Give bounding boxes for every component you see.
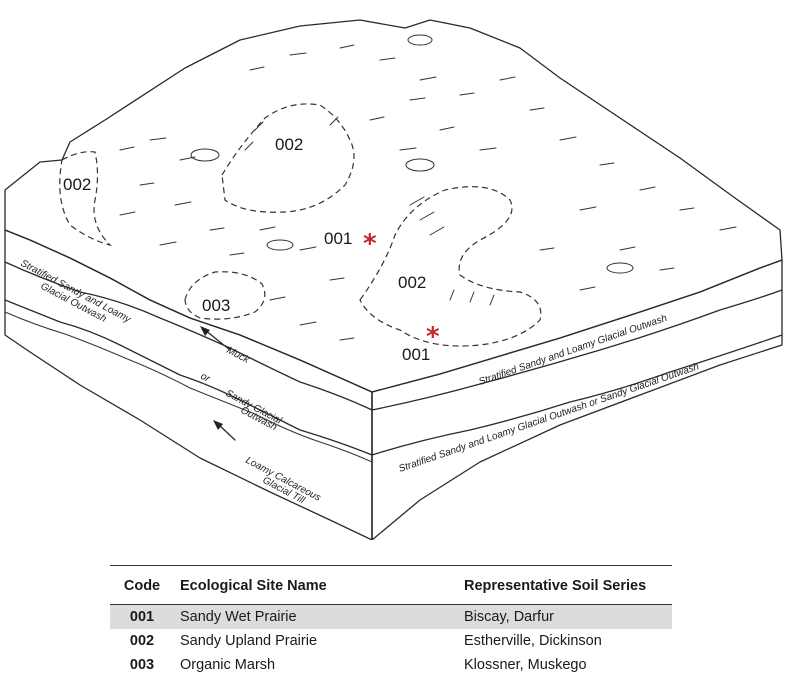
layer-label-right-bottom: Stratified Sandy and Loamy Glacial Outwa…: [397, 361, 701, 475]
wet-prairie-marker-center: *: [363, 229, 377, 259]
layer-label-left-1: Stratified Sandy and Loamy: [19, 258, 134, 326]
row-site-name: Sandy Upland Prairie: [180, 633, 318, 649]
table-row: 001 Sandy Wet Prairie Biscay, Darfur: [110, 604, 672, 629]
column-header-site-name: Ecological Site Name: [174, 565, 458, 605]
site-002-center-boundary: [359, 186, 542, 347]
callout-arrows: [200, 326, 236, 441]
row-soil-series: Estherville, Dickinson: [464, 633, 602, 649]
right-soil-face: [371, 259, 783, 540]
row-code: 002: [129, 633, 155, 649]
row-site-name: Sandy Wet Prairie: [174, 604, 458, 629]
layer-label-muck: Muck: [225, 345, 252, 366]
site-label-002-center: 002: [398, 273, 426, 292]
site-002-upper-boundary: [221, 103, 355, 213]
row-code: 003: [129, 657, 155, 673]
row-code: 001: [110, 604, 174, 629]
row-site-name: Organic Marsh: [180, 657, 276, 673]
row-soil-series: Klossner, Muskego: [464, 657, 587, 673]
site-label-002-top: 002: [275, 135, 303, 154]
table-header-row: Code Ecological Site Name Representative…: [110, 565, 672, 605]
ecological-site-table: Code Ecological Site Name Representative…: [110, 565, 672, 677]
terrain-hatching: [119, 44, 737, 341]
site-label-002-left: 002: [63, 175, 91, 194]
site-label-003: 003: [202, 296, 230, 315]
layer-label-right-top: Stratified Sandy and Loamy Glacial Outwa…: [477, 313, 669, 388]
row-soil-series: Biscay, Darfur: [458, 604, 672, 629]
column-header-soil-series: Representative Soil Series: [458, 565, 672, 605]
table-row: 003 Organic Marsh Klossner, Muskego: [110, 653, 672, 677]
wet-prairie-marker-lower: *: [426, 322, 440, 352]
land-surface: [4, 19, 783, 393]
site-002-left-boundary: [59, 151, 112, 247]
site-label-001-lower: 001: [402, 345, 430, 364]
site-label-001-center: 001: [324, 229, 352, 248]
site-003-boundary: [184, 271, 266, 320]
block-diagram: 002 002 001 002 003 001 * * Stratified S…: [4, 19, 783, 540]
depression-symbols: [190, 34, 634, 274]
table-row: 002 Sandy Upland Prairie Estherville, Di…: [110, 629, 672, 653]
column-header-code: Code: [110, 565, 174, 605]
